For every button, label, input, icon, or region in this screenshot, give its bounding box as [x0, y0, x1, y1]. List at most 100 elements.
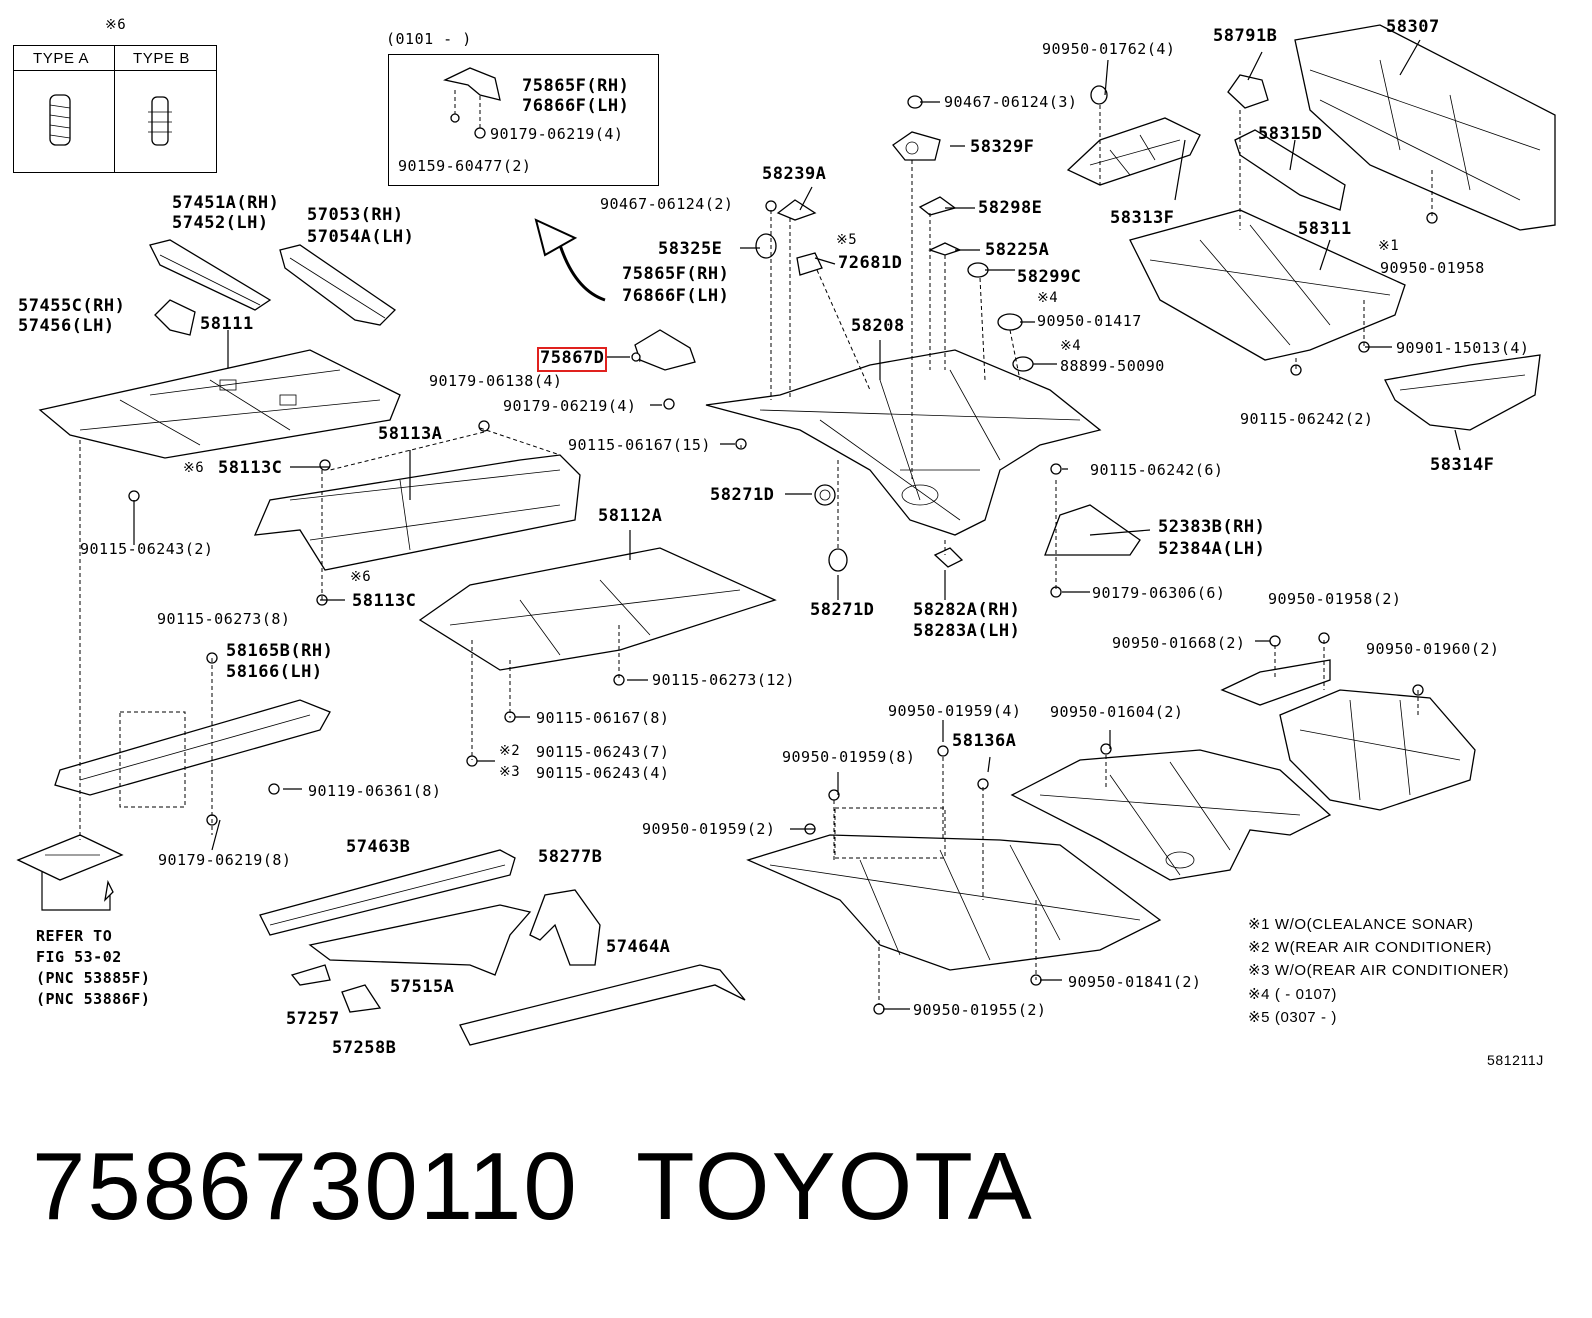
part-label-90179-06219-4: 90179-06219(4) — [503, 397, 637, 415]
note-mark-4a: ※4 — [1037, 290, 1059, 306]
part-label-57451a: 57451A(RH) — [172, 193, 280, 213]
refer-to-line-1: REFER TO — [36, 927, 113, 945]
part-label-57515a: 57515A — [390, 977, 455, 997]
footnote-4: ※4 ( - 0107) — [1248, 986, 1337, 1003]
part-label-57456: 57456(LH) — [18, 316, 115, 336]
part-label-90950-01958: 90950-01958 — [1380, 259, 1485, 277]
part-label-58112a: 58112A — [598, 506, 663, 526]
part-label-90950-01668: 90950-01668(2) — [1112, 634, 1246, 652]
inset-label-76866f: 76866F(LH) — [522, 96, 630, 116]
part-label-90950-01417: 90950-01417 — [1037, 312, 1142, 330]
illustration-code: 581211J — [1487, 1052, 1544, 1068]
footnote-1: ※1 W/O(CLEALANCE SONAR) — [1248, 916, 1474, 933]
part-label-88899-50090: 88899-50090 — [1060, 357, 1165, 375]
part-label-58299c: 58299C — [1017, 267, 1082, 287]
part-label-58329f: 58329F — [970, 137, 1035, 157]
refer-to-line-2: FIG 53-02 — [36, 948, 122, 966]
part-label-90115-06242-2: 90115-06242(2) — [1240, 410, 1374, 428]
part-label-58277b: 58277B — [538, 847, 603, 867]
part-label-58298e: 58298E — [978, 198, 1043, 218]
footnote-3: ※3 W/O(REAR AIR CONDITIONER) — [1248, 962, 1510, 979]
type-b-clip-icon — [148, 96, 172, 146]
refer-to-line-3: (PNC 53885F) — [36, 969, 151, 987]
part-label-90115-06243-7: 90115-06243(7) — [536, 743, 670, 761]
part-label-58208: 58208 — [851, 316, 905, 336]
part-label-58791b: 58791B — [1213, 26, 1278, 46]
part-label-90950-01959-8: 90950-01959(8) — [782, 748, 916, 766]
part-label-90950-01958-2: 90950-01958(2) — [1268, 590, 1402, 608]
part-label-90950-01604: 90950-01604(2) — [1050, 703, 1184, 721]
part-label-90467-06124-2: 90467-06124(2) — [600, 195, 734, 213]
part-label-58113a: 58113A — [378, 424, 443, 444]
part-label-75865f: 75865F(RH) — [622, 264, 730, 284]
part-label-58166: 58166(LH) — [226, 662, 323, 682]
note-mark-6b: ※6 — [350, 569, 372, 585]
note-mark-5: ※5 — [836, 232, 858, 248]
part-label-58311: 58311 — [1298, 219, 1352, 239]
note-mark-6a: ※6 — [183, 460, 205, 476]
note-mark-1: ※1 — [1378, 238, 1400, 254]
type-box-mark: ※6 — [105, 17, 127, 33]
part-label-72681d: 72681D — [838, 253, 903, 273]
part-label-90115-06273-8: 90115-06273(8) — [157, 610, 291, 628]
part-label-58113c-lower: 58113C — [352, 591, 417, 611]
type-b-label: TYPE B — [133, 50, 190, 67]
part-label-90950-01955: 90950-01955(2) — [913, 1001, 1047, 1019]
part-label-57464a: 57464A — [606, 937, 671, 957]
part-label-58315d: 58315D — [1258, 124, 1323, 144]
part-label-58325e: 58325E — [658, 239, 723, 259]
part-label-75867d: 75867D — [540, 348, 605, 368]
part-label-90179-06306: 90179-06306(6) — [1092, 584, 1226, 602]
part-label-90950-01762: 90950-01762(4) — [1042, 40, 1176, 58]
inset-label-90159-60477: 90159-60477(2) — [398, 157, 532, 175]
part-label-90950-01959-4: 90950-01959(4) — [888, 702, 1022, 720]
part-label-57257: 57257 — [286, 1009, 340, 1029]
refer-to-line-4: (PNC 53886F) — [36, 990, 151, 1008]
part-label-58307: 58307 — [1386, 17, 1440, 37]
part-label-58271d-upper: 58271D — [710, 485, 775, 505]
type-a-label: TYPE A — [33, 50, 90, 67]
part-label-52383b: 52383B(RH) — [1158, 517, 1266, 537]
inset-label-75865f: 75865F(RH) — [522, 76, 630, 96]
type-a-clip-icon — [49, 94, 71, 146]
highlighted-part-box — [537, 347, 607, 372]
part-label-58283a: 58283A(LH) — [913, 621, 1021, 641]
part-label-58165b: 58165B(RH) — [226, 641, 334, 661]
part-label-90115-06242-6: 90115-06242(6) — [1090, 461, 1224, 479]
part-label-76866f: 76866F(LH) — [622, 286, 730, 306]
part-label-90179-06219-8: 90179-06219(8) — [158, 851, 292, 869]
part-label-58113c-upper: 58113C — [218, 458, 283, 478]
part-label-90115-06243-4: 90115-06243(4) — [536, 764, 670, 782]
part-label-57455c: 57455C(RH) — [18, 296, 126, 316]
part-label-90115-06273-12: 90115-06273(12) — [652, 671, 795, 689]
part-label-58313f: 58313F — [1110, 208, 1175, 228]
part-label-58111: 58111 — [200, 314, 254, 334]
part-label-58239a: 58239A — [762, 164, 827, 184]
part-label-57452: 57452(LH) — [172, 213, 269, 233]
type-box-header — [13, 45, 217, 71]
type-box-divider — [114, 45, 115, 173]
part-label-57258b: 57258B — [332, 1038, 397, 1058]
part-label-90179-06138: 90179-06138(4) — [429, 372, 563, 390]
part-label-58271d-lower: 58271D — [810, 600, 875, 620]
part-label-57463b: 57463B — [346, 837, 411, 857]
part-label-57053: 57053(RH) — [307, 205, 404, 225]
footnote-5: ※5 (0307 - ) — [1248, 1009, 1337, 1026]
part-label-58282a: 58282A(RH) — [913, 600, 1021, 620]
footnote-2: ※2 W(REAR AIR CONDITIONER) — [1248, 939, 1493, 956]
part-label-57054a: 57054A(LH) — [307, 227, 415, 247]
inset-range: (0101 - ) — [386, 30, 472, 48]
part-label-90115-06167-15: 90115-06167(15) — [568, 436, 711, 454]
part-label-90115-06167-8: 90115-06167(8) — [536, 709, 670, 727]
part-label-58136a: 58136A — [952, 731, 1017, 751]
note-mark-4b: ※4 — [1060, 338, 1082, 354]
part-label-58314f: 58314F — [1430, 455, 1495, 475]
part-label-90901-15013: 90901-15013(4) — [1396, 339, 1530, 357]
part-label-90950-01960: 90950-01960(2) — [1366, 640, 1500, 658]
inset-label-90179-06219: 90179-06219(4) — [490, 125, 624, 143]
part-label-90467-06124-3: 90467-06124(3) — [944, 93, 1078, 111]
part-label-90119-06361: 90119-06361(8) — [308, 782, 442, 800]
footer-part-number: 7586730110 — [32, 1133, 579, 1240]
